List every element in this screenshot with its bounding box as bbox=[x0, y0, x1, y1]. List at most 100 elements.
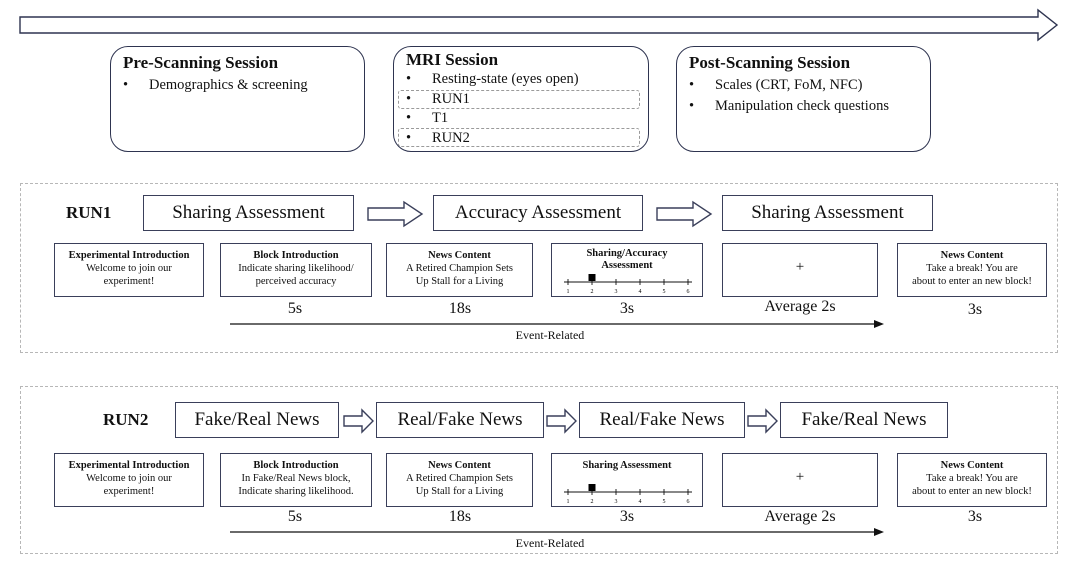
run1-duration: 3s bbox=[967, 301, 983, 318]
run2-stage: Fake/Real News bbox=[780, 402, 948, 438]
run2-card-block-intro: Block Introduction In Fake/Real News blo… bbox=[220, 453, 372, 507]
card-text: experiment! bbox=[103, 486, 155, 497]
run1-duration: 18s bbox=[448, 300, 472, 317]
card-text: A Retired Champion Sets bbox=[405, 263, 514, 274]
run1-timeline-arrow bbox=[230, 320, 884, 328]
card-title: News Content bbox=[940, 460, 1004, 471]
run2-card-news: News Content A Retired Champion Sets Up … bbox=[386, 453, 533, 507]
card-text: about to enter an new block! bbox=[912, 276, 1032, 287]
card-text: Welcome to join our bbox=[86, 263, 172, 274]
scale-tick-label: 3 bbox=[615, 499, 618, 505]
card-title: Block Introduction bbox=[253, 250, 339, 261]
run2-panel bbox=[20, 386, 1058, 554]
run2-stage: Real/Fake News bbox=[376, 402, 544, 438]
card-title: News Content bbox=[428, 250, 491, 261]
run1-duration: 5s bbox=[287, 300, 303, 317]
run2-stage: Fake/Real News bbox=[175, 402, 339, 438]
session-item: RUN1 bbox=[406, 90, 636, 110]
scale-tick-label: 6 bbox=[687, 499, 690, 505]
run2-timeline-label: Event-Related bbox=[515, 536, 585, 550]
fixation-cross: + bbox=[795, 259, 805, 275]
card-text: perceived accuracy bbox=[255, 276, 337, 287]
rating-scale: 1 2 3 4 5 6 bbox=[564, 274, 692, 295]
run1-card-intro: Experimental Introduction Welcome to joi… bbox=[54, 243, 204, 297]
run1-card-assessment: Sharing/Accuracy Assessment 1 2 3 4 5 6 bbox=[551, 243, 703, 297]
timeline-arrow bbox=[19, 8, 1059, 42]
scale-tick-label: 2 bbox=[591, 289, 594, 295]
session-title: MRI Session bbox=[406, 50, 499, 69]
pre-scanning-session: Pre-Scanning Session Demographics & scre… bbox=[110, 46, 365, 152]
fixation-cross: + bbox=[795, 469, 805, 485]
card-title: Experimental Introduction bbox=[68, 460, 190, 471]
session-title: Pre-Scanning Session bbox=[123, 53, 279, 72]
run2-timeline-arrow bbox=[230, 528, 884, 536]
session-item: T1 bbox=[406, 109, 636, 129]
card-text: Welcome to join our bbox=[86, 473, 172, 484]
card-text: Up Stall for a Living bbox=[415, 486, 504, 497]
scale-tick-label: 2 bbox=[591, 499, 594, 505]
session-item: RUN2 bbox=[406, 129, 636, 149]
run2-card-intro: Experimental Introduction Welcome to joi… bbox=[54, 453, 204, 507]
card-text: Take a break! You are bbox=[926, 473, 1018, 484]
run1-card-fixation: + bbox=[722, 243, 878, 297]
run2-duration: 3s bbox=[619, 508, 635, 525]
run2-label: RUN2 bbox=[103, 410, 149, 429]
rating-scale: 1 2 3 4 5 6 bbox=[564, 484, 692, 505]
card-text: Indicate sharing likelihood. bbox=[238, 486, 354, 497]
scale-tick-label: 5 bbox=[663, 289, 666, 295]
run2-card-break: News Content Take a break! You are about… bbox=[897, 453, 1047, 507]
post-scanning-session: Post-Scanning Session Scales (CRT, FoM, … bbox=[676, 46, 931, 152]
run1-stage: Accuracy Assessment bbox=[433, 195, 643, 231]
run1-card-break: News Content Take a break! You are about… bbox=[897, 243, 1047, 297]
run1-arrow-icon bbox=[367, 200, 424, 228]
run1-arrow-icon bbox=[656, 200, 713, 228]
card-text: experiment! bbox=[103, 276, 155, 287]
run1-duration: 3s bbox=[619, 300, 635, 317]
card-text: Up Stall for a Living bbox=[415, 276, 504, 287]
card-title: News Content bbox=[940, 250, 1004, 261]
session-title: Post-Scanning Session bbox=[689, 53, 851, 72]
run2-arrow-icon bbox=[546, 408, 577, 434]
card-text: Take a break! You are bbox=[926, 263, 1018, 274]
run2-duration: 18s bbox=[448, 508, 472, 525]
run1-stage: Sharing Assessment bbox=[722, 195, 933, 231]
run1-panel bbox=[20, 183, 1058, 353]
session-item: Scales (CRT, FoM, NFC) bbox=[689, 75, 918, 96]
run2-duration: Average 2s bbox=[764, 508, 836, 525]
scale-tick-label: 3 bbox=[615, 289, 618, 295]
run2-card-assessment: Sharing Assessment 1 2 3 4 5 6 bbox=[551, 453, 703, 507]
card-title-line2: Assessment bbox=[601, 260, 653, 271]
card-title: Sharing/Accuracy bbox=[586, 248, 668, 259]
card-text: Indicate sharing likelihood/ bbox=[238, 263, 354, 274]
scale-marker bbox=[588, 274, 596, 281]
run2-stage: Real/Fake News bbox=[579, 402, 745, 438]
run2-arrow-icon bbox=[343, 408, 374, 434]
run2-arrow-icon bbox=[747, 408, 778, 434]
session-item: Manipulation check questions bbox=[689, 96, 918, 117]
run1-duration: Average 2s bbox=[764, 298, 836, 315]
mri-session: MRI Session Resting-state (eyes open) RU… bbox=[393, 46, 649, 152]
scale-tick-label: 1 bbox=[567, 499, 570, 505]
scale-tick-label: 4 bbox=[639, 289, 642, 295]
card-title: Sharing Assessment bbox=[582, 460, 672, 471]
run1-timeline-label: Event-Related bbox=[515, 328, 585, 342]
run1-card-news: News Content A Retired Champion Sets Up … bbox=[386, 243, 533, 297]
card-title: News Content bbox=[428, 460, 491, 471]
run1-stage: Sharing Assessment bbox=[143, 195, 354, 231]
run1-label: RUN1 bbox=[66, 203, 112, 222]
card-title: Block Introduction bbox=[253, 460, 339, 471]
run2-card-fixation: + bbox=[722, 453, 878, 507]
run1-card-block-intro: Block Introduction Indicate sharing like… bbox=[220, 243, 372, 297]
run2-duration: 5s bbox=[287, 508, 303, 525]
scale-marker bbox=[588, 484, 596, 491]
scale-tick-label: 1 bbox=[567, 289, 570, 295]
scale-tick-label: 6 bbox=[687, 289, 690, 295]
card-text: about to enter an new block! bbox=[912, 486, 1032, 497]
run2-duration: 3s bbox=[967, 508, 983, 525]
card-text: A Retired Champion Sets bbox=[405, 473, 514, 484]
card-text: In Fake/Real News block, bbox=[241, 473, 351, 484]
card-title: Experimental Introduction bbox=[68, 250, 190, 261]
scale-tick-label: 5 bbox=[663, 499, 666, 505]
session-item: Resting-state (eyes open) bbox=[406, 70, 636, 90]
scale-tick-label: 4 bbox=[639, 499, 642, 505]
